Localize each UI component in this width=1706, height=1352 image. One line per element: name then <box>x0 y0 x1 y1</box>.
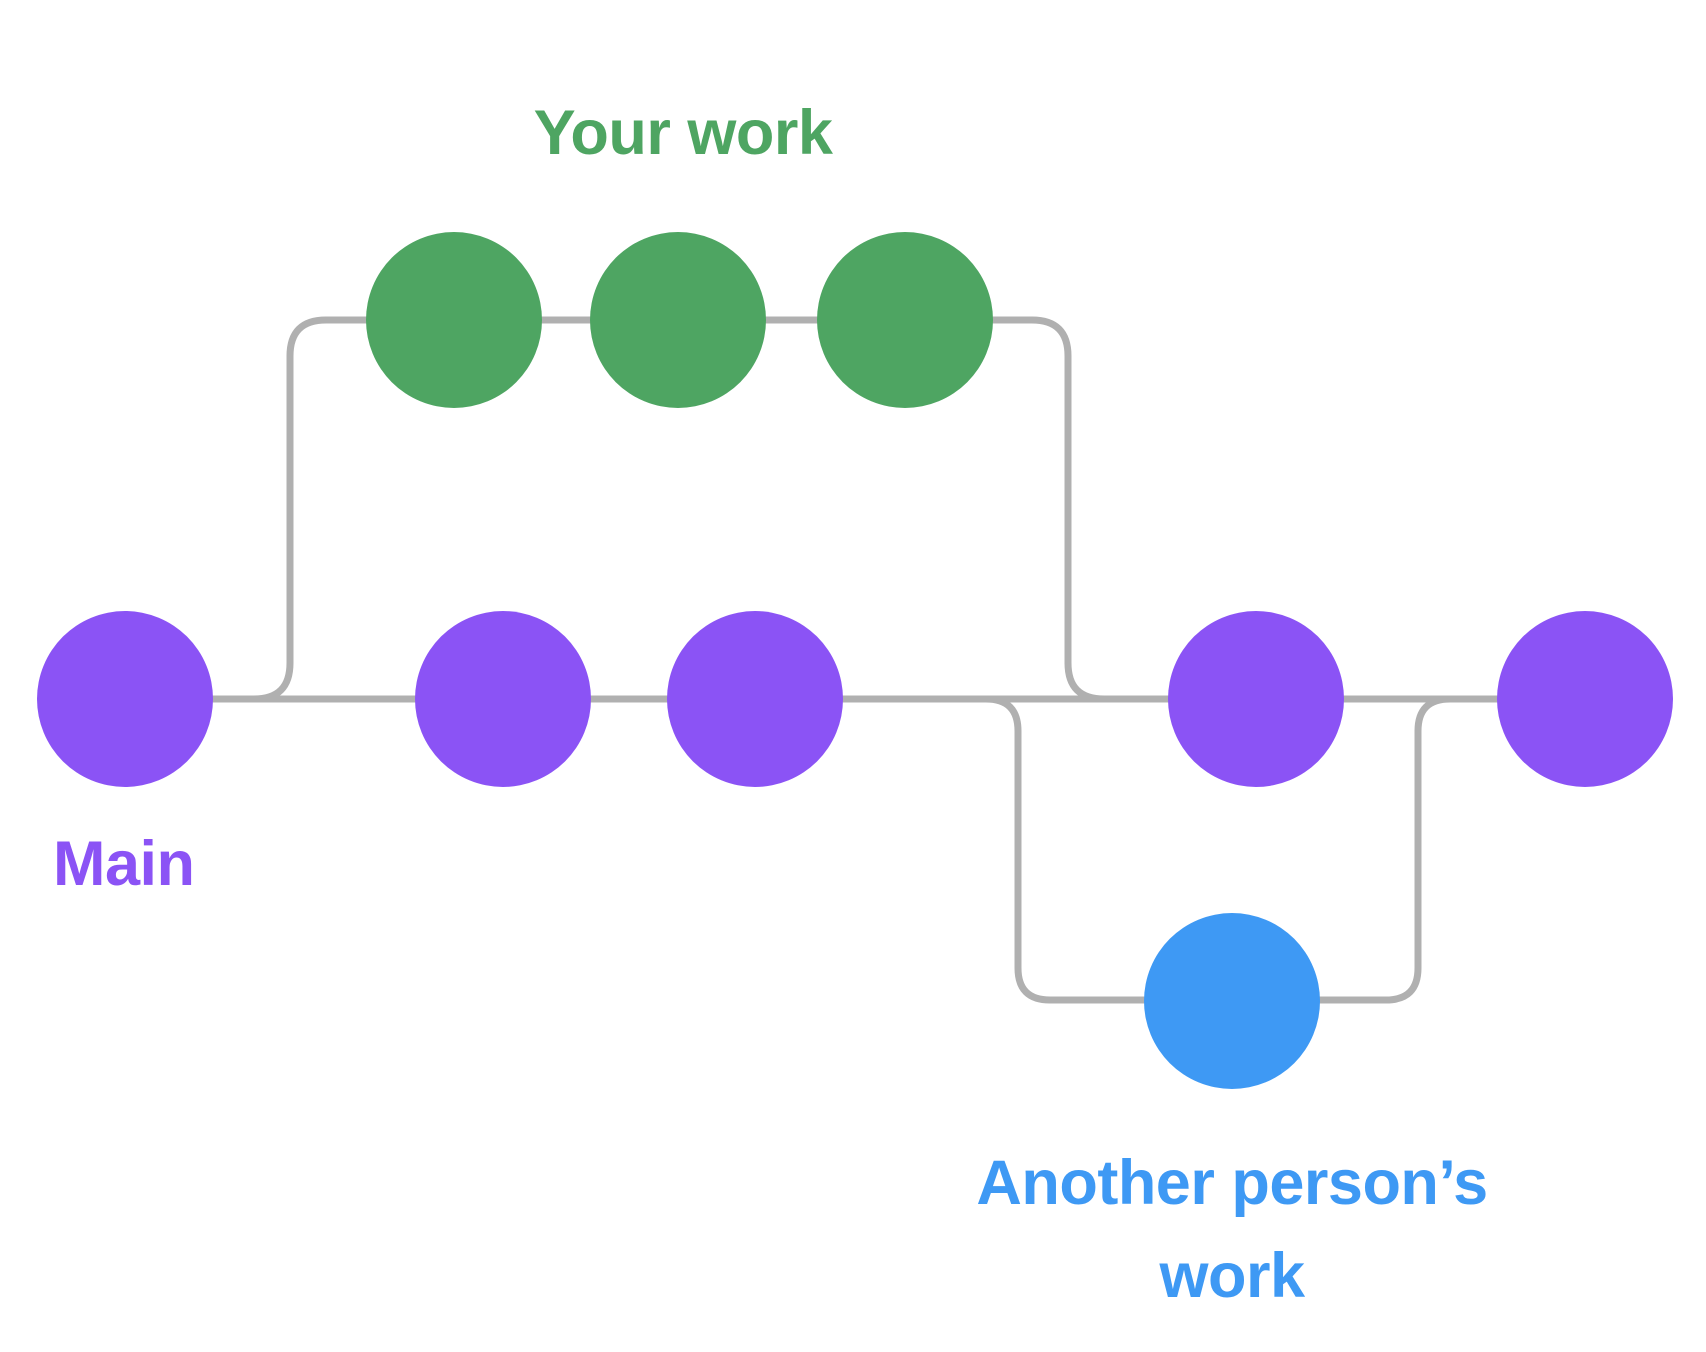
commit-node-main <box>667 611 843 787</box>
commit-node-your-work <box>590 232 766 408</box>
main-label: Main <box>53 829 195 899</box>
your-work-label: Your work <box>533 98 833 168</box>
another-person-label-line2: work <box>1159 1241 1305 1311</box>
commit-node-main <box>37 611 213 787</box>
commit-node-main <box>1497 611 1673 787</box>
another-person-label: Another person’s work <box>976 1137 1488 1323</box>
commit-node-main <box>415 611 591 787</box>
commit-node-another-work <box>1144 913 1320 1089</box>
commit-node-your-work <box>366 232 542 408</box>
commit-nodes <box>37 232 1673 1089</box>
commit-node-main <box>1168 611 1344 787</box>
another-person-label-line1: Another person’s <box>976 1148 1488 1218</box>
commit-node-your-work <box>817 232 993 408</box>
